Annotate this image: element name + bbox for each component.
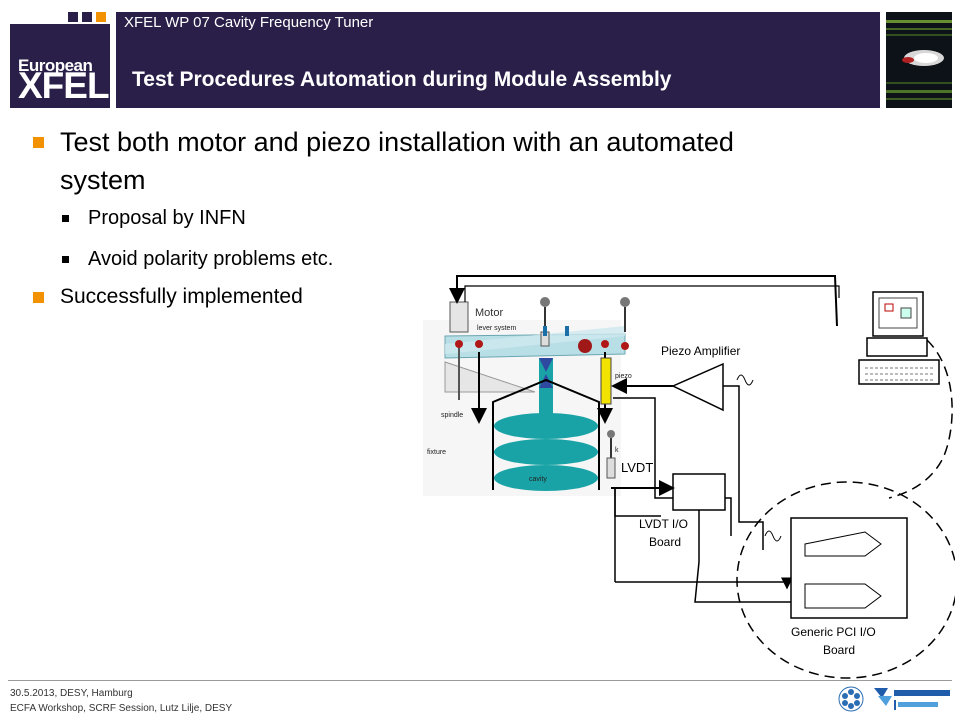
logo-text-european: European bbox=[18, 56, 93, 75]
sine-wave-icon bbox=[764, 530, 782, 542]
footer-date-location: 30.5.2013, DESY, Hamburg bbox=[10, 688, 133, 699]
piezo-amplifier-symbol bbox=[671, 362, 724, 412]
bullet-1-line-2: system bbox=[60, 165, 146, 195]
cavity-cell bbox=[494, 439, 598, 465]
wire bbox=[613, 397, 732, 536]
pivot-dot bbox=[475, 340, 483, 348]
computer-pci-cable bbox=[888, 339, 953, 499]
lvdt-io-board bbox=[672, 473, 726, 511]
header-photo bbox=[886, 12, 952, 108]
pivot-dot bbox=[578, 339, 592, 353]
spindle-label: spindle bbox=[441, 412, 463, 419]
sine-wave-icon bbox=[736, 374, 754, 386]
motor-body bbox=[449, 301, 469, 333]
footer-divider bbox=[8, 680, 952, 681]
lever-bar-2 bbox=[445, 326, 625, 354]
lvdt-board-label-1: LVDT I/O bbox=[639, 517, 688, 531]
wire bbox=[615, 577, 793, 590]
pci-input-channel bbox=[804, 583, 882, 609]
pci-board-label-1: Generic PCI I/O bbox=[791, 625, 876, 639]
beam-photo-image bbox=[886, 12, 952, 108]
sub-bullet-2: Avoid polarity problems etc. bbox=[88, 248, 334, 270]
wire bbox=[723, 385, 764, 550]
wire-lvdt-pci bbox=[694, 510, 803, 608]
footer-event: ECFA Workshop, SCRF Session, Lutz Lilje,… bbox=[10, 703, 233, 714]
wire bbox=[614, 488, 661, 517]
pci-board-boundary bbox=[736, 481, 955, 679]
bullet-2: Successfully implemented bbox=[60, 285, 303, 308]
lvdt-probe bbox=[607, 430, 615, 438]
bullet-marker bbox=[33, 137, 44, 148]
piezo-label: piezo bbox=[615, 373, 632, 380]
lever-system-label: lever system bbox=[477, 325, 516, 332]
blue-marker bbox=[565, 326, 569, 336]
pci-board-label-2: Board bbox=[823, 643, 855, 657]
sub-bullet-marker bbox=[62, 256, 69, 263]
european-xfel-logo: European XFEL bbox=[10, 24, 110, 108]
sub-bullet-1: Proposal by INFN bbox=[88, 207, 246, 229]
wire bbox=[464, 285, 840, 302]
pivot-dot bbox=[455, 340, 463, 348]
logo-square-2 bbox=[82, 12, 92, 22]
pci-output-channel bbox=[804, 531, 882, 557]
cavity-label: cavity bbox=[529, 476, 547, 483]
logo-text-xfel: XFEL bbox=[18, 65, 110, 106]
desy-logo-icon bbox=[838, 686, 864, 712]
motor-label: Motor bbox=[475, 307, 503, 319]
work-package-title: XFEL WP 07 Cavity Frequency Tuner bbox=[124, 14, 374, 31]
bullet-1-line-1: Test both motor and piezo installation w… bbox=[60, 127, 734, 157]
title-bar bbox=[116, 12, 880, 108]
blue-marker bbox=[543, 326, 547, 336]
logo-square-1 bbox=[68, 12, 78, 22]
lvdt-board-label-2: Board bbox=[649, 535, 681, 549]
slide-title: Test Procedures Automation during Module… bbox=[132, 68, 672, 91]
tuner-arrow-down bbox=[539, 358, 553, 372]
pivot-dot bbox=[601, 340, 609, 348]
test-setup-diagram: Motor lever system spindle fixture cavit… bbox=[423, 275, 955, 679]
frame-outline bbox=[492, 378, 600, 490]
k-label: k bbox=[615, 447, 619, 454]
logo-square-3 bbox=[96, 12, 106, 22]
sub-bullet-marker bbox=[62, 215, 69, 222]
lvdt-body bbox=[606, 457, 616, 479]
cavity-cell bbox=[494, 465, 598, 491]
bullet-marker bbox=[33, 292, 44, 303]
pivot-dot bbox=[621, 342, 629, 350]
piezo-actuator bbox=[600, 357, 612, 405]
piezo-amplifier-label: Piezo Amplifier bbox=[661, 344, 740, 358]
lvdt-label: LVDT bbox=[621, 460, 653, 475]
cavity-cell bbox=[494, 413, 598, 439]
fixture-label: fixture bbox=[427, 449, 446, 456]
screen-window-icon bbox=[900, 307, 912, 319]
gauge-right bbox=[620, 297, 630, 332]
wire-computer-motor bbox=[449, 275, 838, 327]
screen-window-icon bbox=[884, 303, 894, 312]
helmholtz-association-logo bbox=[874, 688, 950, 710]
computer-base bbox=[866, 337, 928, 357]
lever-arm bbox=[444, 361, 536, 393]
